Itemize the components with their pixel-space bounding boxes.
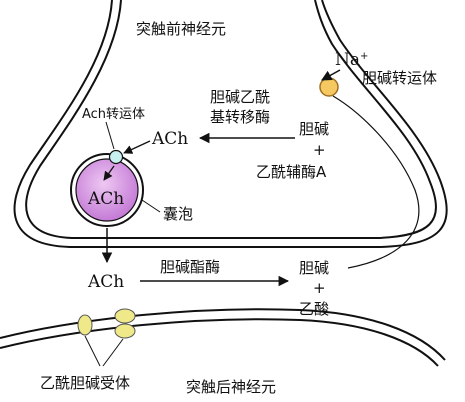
- acetyltransferase-label-line1: 胆碱乙酰: [210, 88, 270, 106]
- na-inflow-arrow: [321, 69, 341, 81]
- ach-to-transporter-arrow: [123, 140, 151, 154]
- vesicle-icon: [75, 158, 139, 222]
- na-ion-label: Na+: [335, 50, 368, 70]
- choline-transporter-icon: [319, 77, 339, 97]
- vesicle-loading-arrow: [103, 165, 115, 181]
- ach-cleft-label: ACh: [87, 272, 124, 292]
- presynaptic-neuron-label: 突触前神经元: [136, 20, 226, 38]
- ach-in-vesicle-label: ACh: [87, 189, 124, 209]
- postsynaptic-neuron-label: 突触后神经元: [186, 378, 276, 396]
- postsynaptic-membrane-inner: [0, 318, 439, 367]
- acetic-acid-label: 乙酸: [299, 300, 329, 318]
- receptor-leader-1: [84, 335, 101, 367]
- vesicle-leader: [141, 199, 161, 213]
- ach-transporter-leader: [105, 121, 115, 150]
- presynaptic-membrane-outer: [13, 0, 448, 248]
- choline-upper-label: 胆碱: [299, 120, 329, 138]
- ach-transporter-label: Ach转运体: [82, 107, 145, 122]
- plus-upper-label: +: [313, 141, 326, 159]
- choline-lower-label: 胆碱: [299, 259, 329, 277]
- acetyl-coa-label: 乙酰辅酶A: [256, 163, 327, 181]
- receptor-icon-3: [114, 323, 136, 339]
- plus-lower-label: +: [313, 279, 326, 297]
- cholinesterase-label: 胆碱酯酶: [160, 258, 220, 276]
- receptor-icon-1: [77, 314, 93, 336]
- vesicle-label: 囊泡: [163, 205, 193, 223]
- choline-reuptake-path: [332, 95, 420, 269]
- ach-receptor-label: 乙酰胆碱受体: [40, 374, 130, 392]
- ach-transporter-icon: [108, 149, 124, 165]
- receptor-icon-2: [114, 308, 136, 324]
- postsynaptic-membrane-outer: [0, 308, 446, 361]
- choline-transporter-label: 胆碱转运体: [362, 69, 437, 87]
- ach-cytoplasm-label: ACh: [151, 129, 188, 149]
- acetyltransferase-label-line2: 基转移酶: [210, 108, 270, 126]
- receptor-leader-2: [102, 338, 124, 367]
